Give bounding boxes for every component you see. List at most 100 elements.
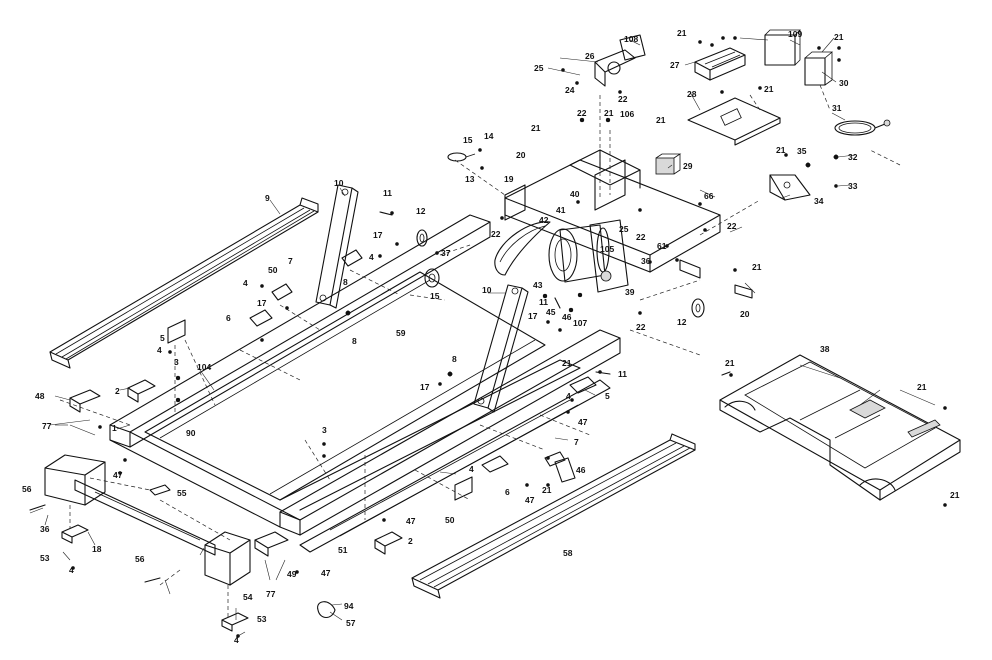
callout-22: 22 [636,322,646,332]
callout-56: 56 [135,554,145,564]
callout-21: 21 [834,32,844,42]
controller-board [687,97,781,146]
wire-clip-57 [317,601,336,619]
callout-50: 50 [268,265,278,275]
callout-20: 20 [740,309,750,319]
alignment-lines [59,84,901,620]
callout-37: 37 [441,248,451,258]
foot-pad-right [221,612,249,632]
callout-22: 22 [618,94,628,104]
right-upright [473,284,529,413]
callout-13: 13 [465,174,475,184]
callout-29: 29 [683,161,693,171]
latch-46 [544,451,576,483]
callout-47: 47 [578,417,588,427]
callout-21: 21 [562,358,572,368]
callout-labels: 2 2 1 3 3 4 4 4 4 4 4 4 5 5 6 6 7 7 8 8 … [22,28,960,645]
callout-108: 108 [624,34,638,44]
callout-46: 46 [576,465,586,475]
callout-21: 21 [542,485,552,495]
leader-lines [29,37,936,637]
frame-bracket-i [504,184,526,221]
cord-clip [447,152,476,162]
callout-22: 22 [577,108,587,118]
callout-38: 38 [820,344,830,354]
callout-36: 36 [641,256,651,266]
right-end-cap [204,531,251,586]
callout-3: 3 [322,425,327,435]
callout-24: 24 [565,85,575,95]
callout-55: 55 [177,488,187,498]
callout-7: 7 [574,437,579,447]
motor [548,219,629,293]
callout-14: 14 [484,131,494,141]
frame-bracket-f [454,476,473,501]
switch-bracket [804,51,834,86]
callout-8: 8 [352,336,357,346]
callout-90: 90 [186,428,196,438]
callout-6: 6 [226,313,231,323]
rear-leveler-left [69,389,101,413]
frame-bracket-g [569,376,597,394]
callout-45: 45 [546,307,556,317]
callout-39: 39 [625,287,635,297]
callout-61: 61 [657,241,667,251]
callout-6: 6 [505,487,510,497]
callout-2: 2 [408,536,413,546]
callout-26: 26 [585,51,595,61]
callout-94: 94 [344,601,354,611]
callout-8: 8 [343,277,348,287]
callout-47: 47 [113,470,123,480]
callout-21: 21 [752,262,762,272]
callout-15: 15 [430,291,440,301]
callout-4: 4 [566,391,571,401]
callout-17: 17 [528,311,538,321]
callout-53: 53 [40,553,50,563]
callout-25: 25 [534,63,544,73]
rear-leveler-right [254,531,289,557]
callout-57: 57 [346,618,356,628]
callout-105: 105 [600,244,614,254]
callout-8: 8 [452,354,457,364]
callout-27: 27 [670,60,680,70]
foot-pad-left [61,524,89,544]
frame-bracket-j [679,259,701,279]
incline-bracket [594,34,646,87]
callout-41: 41 [556,205,566,215]
callout-50: 50 [445,515,455,525]
callout-21: 21 [604,108,614,118]
callout-9: 9 [265,193,270,203]
callout-49: 49 [287,569,297,579]
callout-21: 21 [725,358,735,368]
callout-31: 31 [832,103,842,113]
callout-1: 1 [112,423,117,433]
callout-56: 56 [22,484,32,494]
left-side-rail [49,197,319,369]
callout-11: 11 [618,369,627,379]
callout-21: 21 [917,382,927,392]
callout-17: 17 [373,230,383,240]
callout-21: 21 [656,115,666,125]
frame-bracket-e [481,455,509,473]
frame-bracket-d [341,249,363,267]
callout-47: 47 [406,516,416,526]
rear-foot-rail [74,479,216,556]
drive-belt [494,221,551,276]
choke [655,153,682,175]
callout-5: 5 [160,333,165,343]
callout-77: 77 [42,421,52,431]
left-end-cap [44,454,106,506]
callout-48: 48 [35,391,45,401]
callout-3: 3 [174,357,179,367]
callout-51: 51 [338,545,348,555]
callout-15: 15 [463,135,473,145]
callout-53: 53 [257,614,267,624]
callout-4: 4 [234,635,239,645]
callout-4: 4 [369,252,374,262]
callout-21: 21 [531,123,541,133]
callout-17: 17 [420,382,430,392]
connector-block [694,47,746,81]
front-leveler-right [374,531,403,555]
wire-harness [834,119,891,136]
